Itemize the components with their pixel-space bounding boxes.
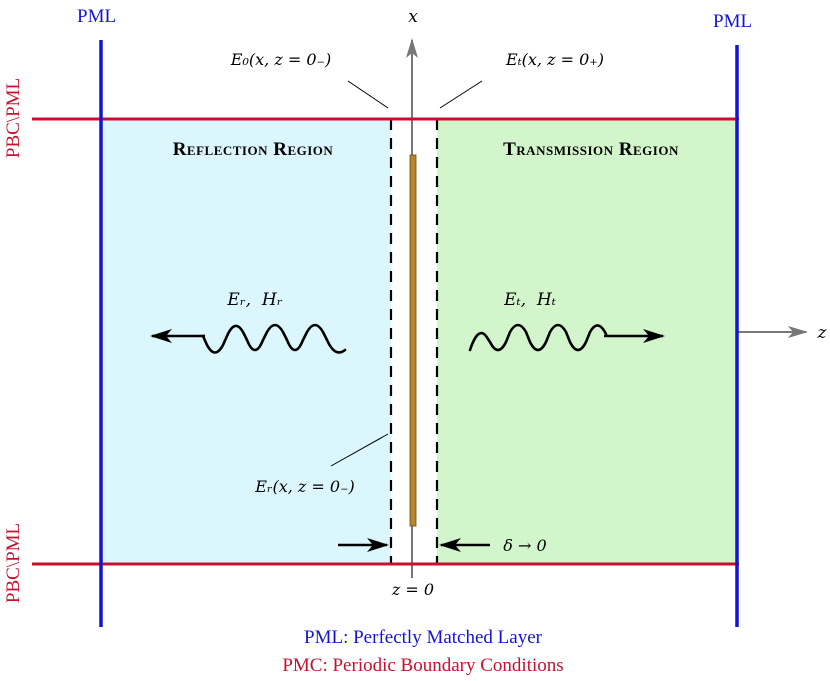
pbc-label-top: PBC\PML (3, 78, 24, 158)
reflected-wave-sinusoid (201, 323, 347, 354)
er-field-label: Eᵣ(x, z = 0₋) (254, 477, 355, 496)
reflection-region-fill (101, 119, 391, 564)
legend-pmc: PMC: Periodic Boundary Conditions (282, 655, 563, 676)
et-leader-line (439, 80, 483, 109)
transmitted-wave-sinusoid (468, 323, 608, 352)
delta-label: δ → 0 (503, 536, 546, 555)
pbc-label-bottom: PBC\PML (3, 523, 24, 603)
e0-field-label: E₀(x, z = 0₋) (230, 50, 331, 69)
z-axis-label: z (817, 323, 828, 343)
transmission-region-title: Transmission Region (503, 139, 679, 160)
pml-label-right: PML (713, 11, 752, 32)
x-axis-label: x (408, 7, 418, 27)
legend-pml: PML: Perfectly Matched Layer (304, 627, 543, 648)
z-origin-label: z = 0 (391, 580, 434, 599)
pml-label-left: PML (77, 6, 116, 27)
er-leader-line (330, 433, 389, 467)
et-field-label: Eₜ(x, z = 0₊) (505, 50, 604, 69)
reflected-fields-label: Eᵣ, Hᵣ (226, 290, 282, 310)
transmitted-fields-label: Eₜ, Hₜ (503, 290, 557, 310)
e0-leader-line (347, 80, 389, 109)
slab-device (409, 154, 417, 527)
reflection-region-title: Reflection Region (173, 139, 334, 160)
